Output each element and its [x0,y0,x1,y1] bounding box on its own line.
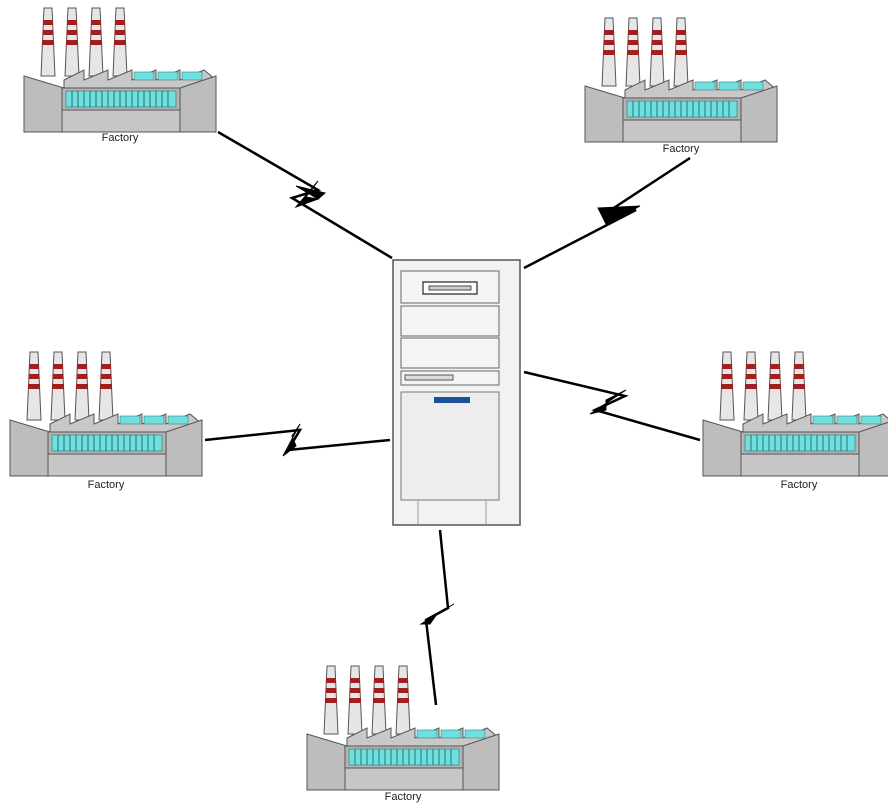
server-led [434,397,470,403]
link-top-right [523,156,691,270]
factory-bottom: Factory [306,665,500,803]
factory-label: Factory [385,791,422,803]
factory-top-left: Factory [23,7,217,144]
link-bottom [419,529,455,706]
link-middle-left [204,423,391,457]
factory-label: Factory [102,132,139,144]
link-middle-right [523,370,701,442]
factory-label: Factory [663,143,700,155]
factory-label: Factory [88,479,125,491]
factory-label: Factory [781,479,818,491]
factory-middle-left: Factory [9,351,203,491]
link-top-left [217,130,393,260]
factory-top-right: Factory [584,17,778,155]
factory-middle-right: Factory [702,351,888,491]
server-tower [392,259,521,526]
